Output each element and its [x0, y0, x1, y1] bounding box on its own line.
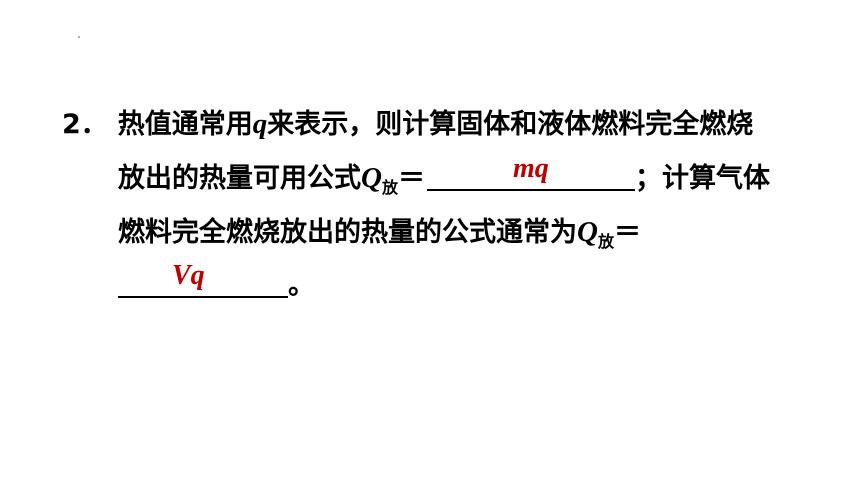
question-number: 2． [62, 109, 108, 140]
subscript-fang: 放 [381, 178, 398, 197]
answer-blank-2: Vq [118, 262, 288, 298]
answer-2: Vq [172, 260, 205, 291]
question-line-2: 放出的热量可用公式Q放＝ mq ；计算气体 [118, 155, 770, 202]
variable-Q: Q [361, 162, 382, 194]
decorative-dot [78, 36, 80, 38]
variable-q: q [252, 108, 268, 140]
text-segment: 燃料完全燃烧放出的热量的公式通常为 [118, 217, 577, 248]
text-segment: 来表示，则计算固体和液体燃料完全燃烧 [267, 109, 754, 140]
text-segment: 放出的热量可用公式 [118, 163, 361, 194]
answer-1: mq [512, 153, 549, 184]
subscript-fang: 放 [597, 232, 614, 251]
question-line-4: Vq 。 [118, 262, 315, 306]
text-segment: 热值通常用 [117, 109, 253, 140]
equals-sign: ＝ [397, 163, 425, 194]
question-line-1: 2． 热值通常用q来表示，则计算固体和液体燃料完全燃烧 [62, 104, 753, 145]
equals-sign: ＝ [613, 217, 641, 248]
variable-Q: Q [577, 216, 598, 248]
text-segment: ；计算气体 [634, 163, 770, 194]
answer-blank-1: mq [426, 155, 635, 191]
question-line-3: 燃料完全燃烧放出的热量的公式通常为Q放＝ [118, 212, 641, 256]
text-segment: 。 [288, 270, 315, 301]
